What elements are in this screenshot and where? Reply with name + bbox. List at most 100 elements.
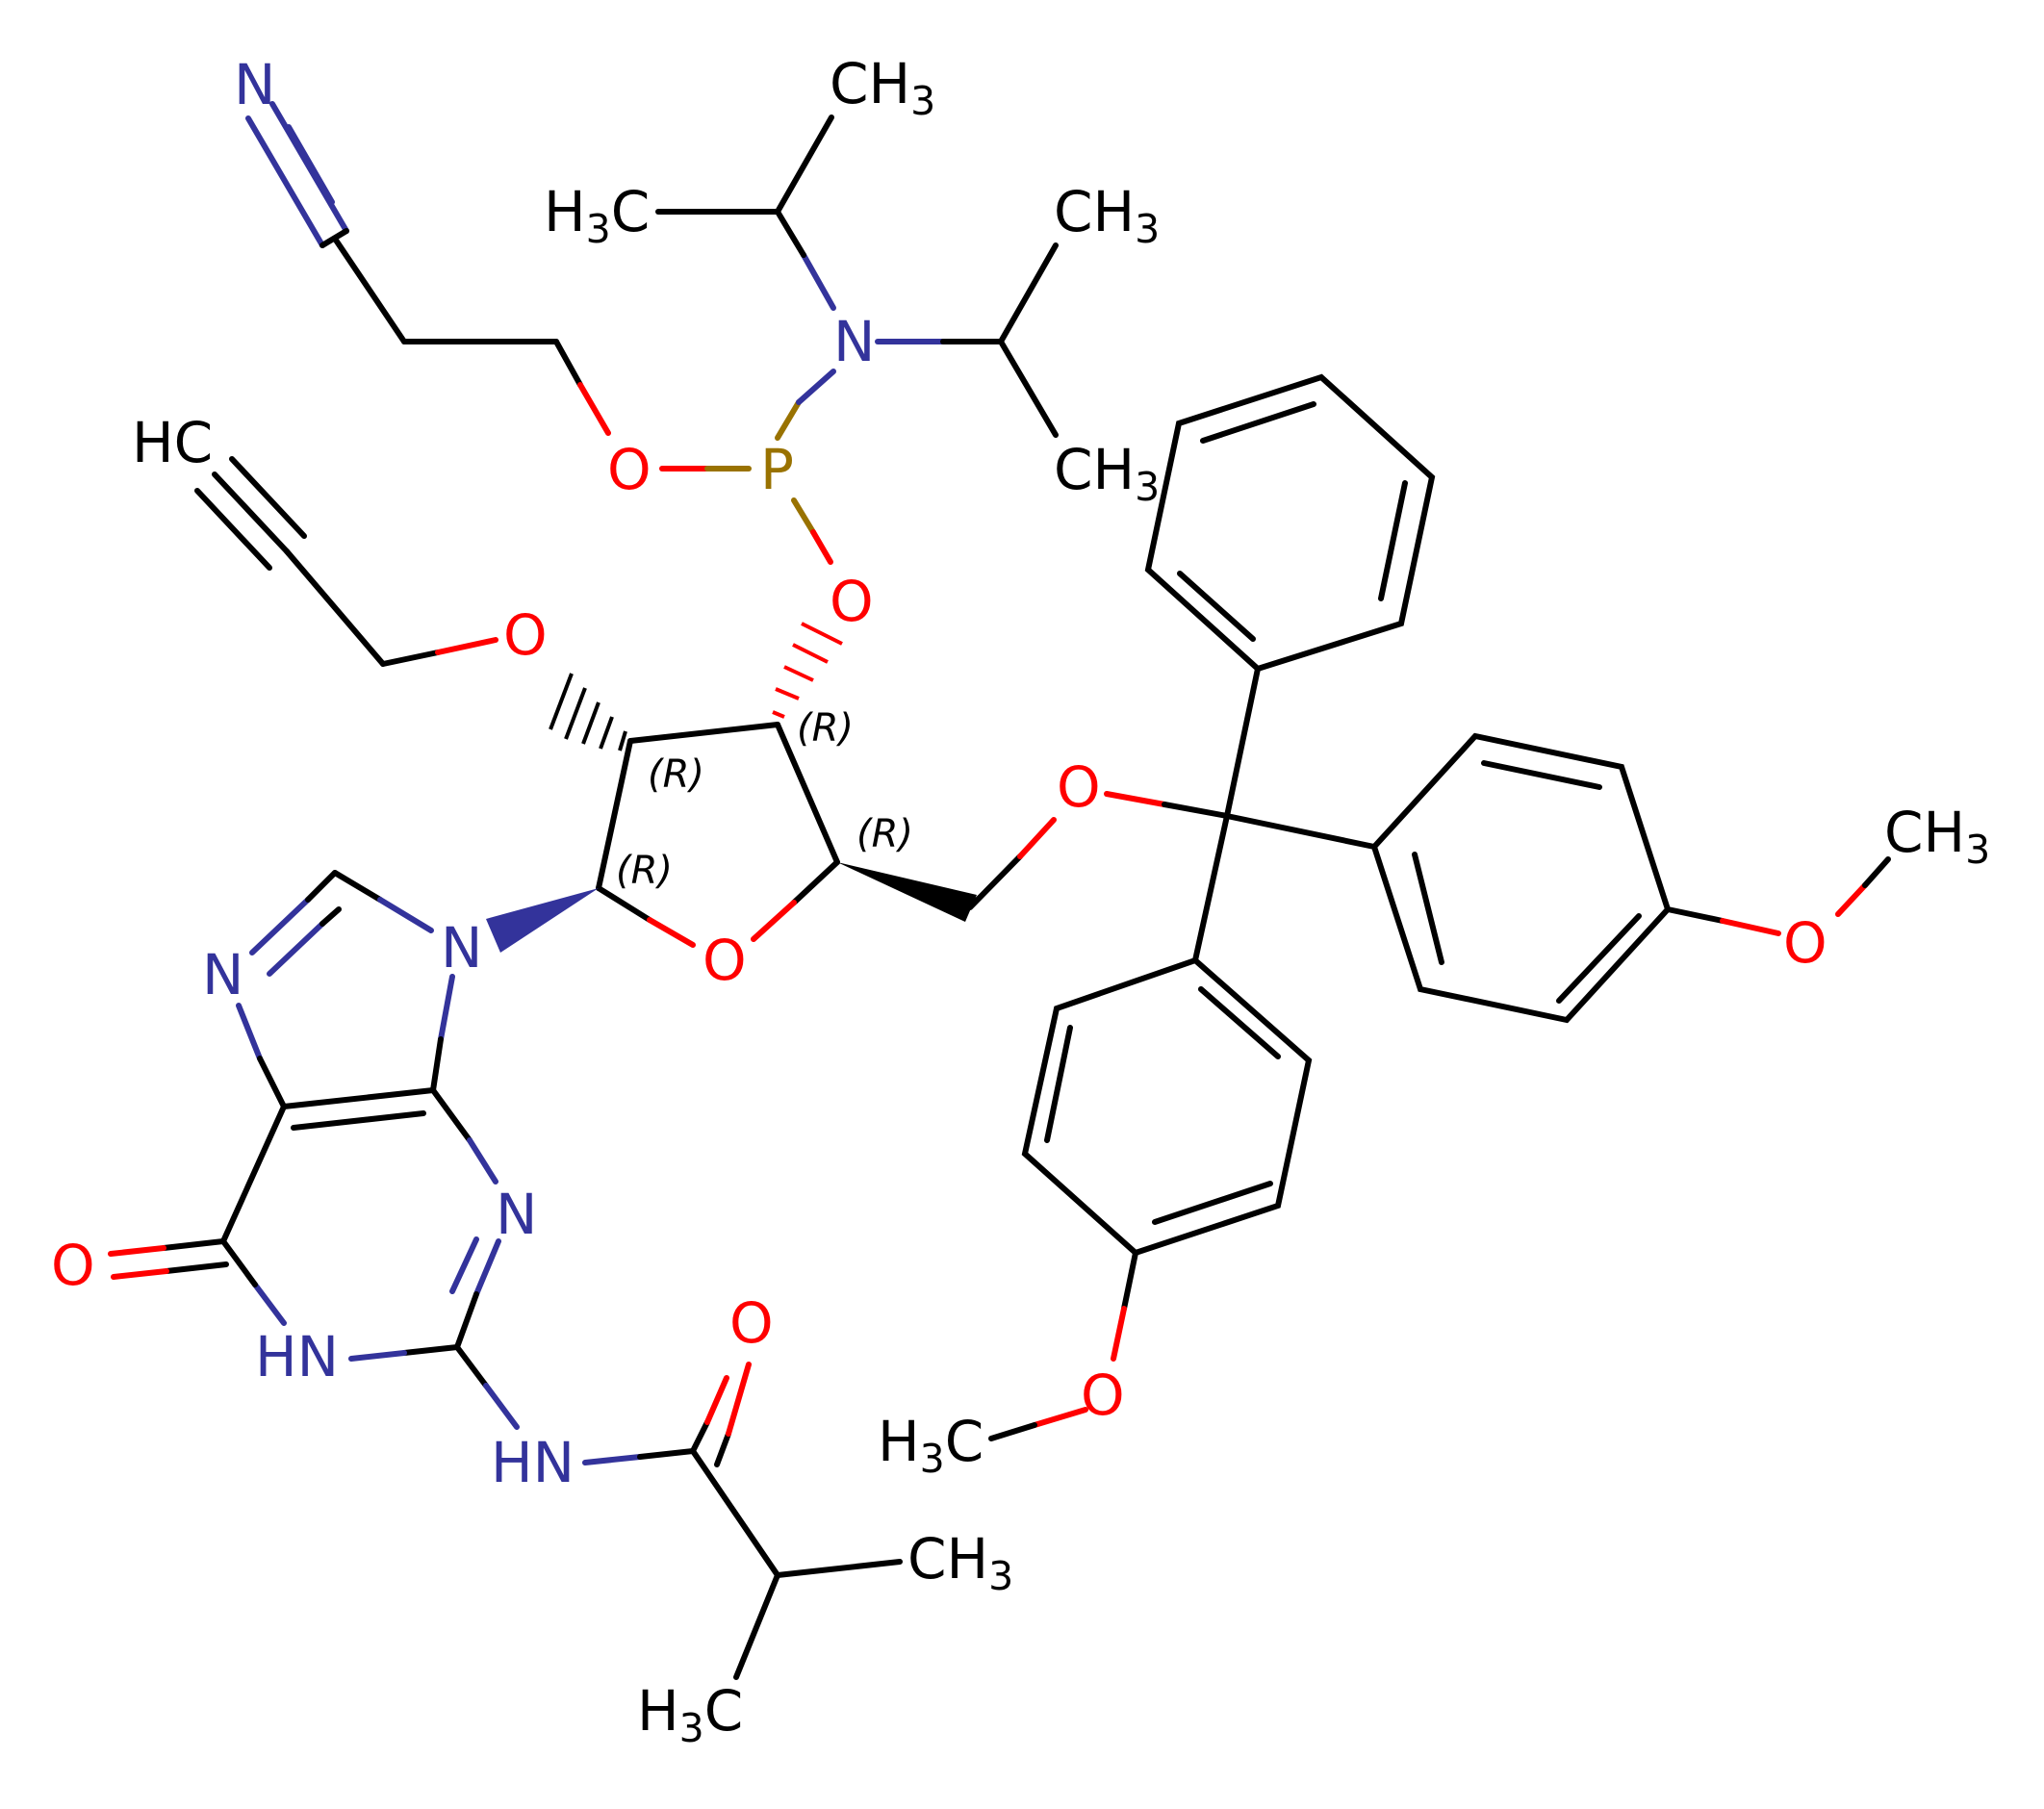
sugar-c4-o-bond xyxy=(791,859,840,905)
imidazole-c8-n9-bond-n xyxy=(377,897,434,933)
atom-o-ring: O xyxy=(703,928,747,993)
isobutyryl-methyl-right xyxy=(775,1559,903,1578)
purine-c6-c5-bond xyxy=(220,1104,287,1244)
atom-hc-alkyne: HC xyxy=(132,410,213,475)
p-o3-bond-p-part xyxy=(791,497,816,535)
sugar-o-c4-bond-o xyxy=(751,900,797,942)
nh-co-bond-n xyxy=(582,1454,643,1465)
n-isopropyl-a-bond xyxy=(801,252,836,311)
atom-n7: N xyxy=(202,942,243,1007)
sugar-c2-c3-bond xyxy=(627,722,780,744)
anisyl-right-ome-bond-o xyxy=(1835,882,1868,917)
wedge-c4-c5 xyxy=(837,862,977,922)
atom-o-amide: O xyxy=(729,1290,774,1356)
carbonyl-bond-o xyxy=(108,1245,169,1280)
alkyne-triple-bond xyxy=(194,456,307,571)
imidazole-n7-c8-bond-c xyxy=(305,870,342,927)
purine-n3-c2-bond-c xyxy=(454,1291,479,1350)
atom-h3c-isobutyryl: H3C xyxy=(637,1678,743,1751)
imidazole-n7-c8-bond xyxy=(249,897,325,977)
atom-hn-amide: HN xyxy=(491,1430,575,1495)
amide-c-ch-bond xyxy=(690,1448,780,1578)
sugar-c1-c2-bond xyxy=(596,738,633,891)
anisyl-right-inner-bonds xyxy=(1412,760,1642,1004)
carbonyl-bond-c xyxy=(161,1238,229,1274)
cyanoethyl-o-bond xyxy=(577,382,611,436)
atom-o-trityl: O xyxy=(1057,754,1101,820)
c2-nh-bond-n xyxy=(483,1383,520,1430)
atom-ch3-top-b: CH3 xyxy=(1054,179,1160,252)
o-trityl-bond-o xyxy=(1104,791,1167,807)
phenyl-ring xyxy=(1144,373,1436,673)
imidazole-n7-c5-bond-n xyxy=(236,1003,263,1061)
isopropyl-b-methyl-bottom xyxy=(998,339,1059,438)
atom-hn1: HN xyxy=(255,1324,339,1389)
c5-o-bond-o xyxy=(1017,817,1057,859)
purine-c2-n1-bond-c xyxy=(401,1344,460,1356)
atom-p: P xyxy=(760,437,794,502)
anisyl-bottom-o-bond-c xyxy=(1121,1250,1138,1312)
c2-nh-bond-c xyxy=(454,1344,489,1389)
imidazole-n9-c4-bond-c xyxy=(430,1036,444,1093)
hash-c3-o xyxy=(772,622,843,719)
wedge-c1-n9 xyxy=(486,888,599,953)
sugar-c1-o-bond-o xyxy=(647,917,696,948)
propargyl-ch2-o-bond-o xyxy=(435,637,498,655)
atom-n-nitrile: N xyxy=(234,52,275,117)
atom-labels: N CH3 H3C CH3 N CH3 HC O P O O O CH3 O N… xyxy=(51,51,1990,1751)
atom-n-amine: N xyxy=(833,309,875,374)
amide-co-double-c xyxy=(690,1419,731,1467)
atom-ch3-top-a: CH3 xyxy=(830,51,935,124)
purine-n1-c6-bond-n xyxy=(252,1282,287,1326)
sugar-c1-o-bond-c xyxy=(596,885,652,923)
stereo-label-c3: (R) xyxy=(797,706,854,751)
purine-c4-n3-bond-c xyxy=(430,1087,473,1143)
cyanoethyl-bond-3 xyxy=(553,339,583,388)
stereo-labels: (R) (R) (R) (R) xyxy=(616,706,913,893)
isopropyl-b-methyl-top xyxy=(998,242,1059,344)
nh-co-bond-c xyxy=(637,1448,696,1460)
trityl-anisyl-bottom-bond xyxy=(1192,813,1230,963)
p-n-bond-p-part xyxy=(775,399,802,441)
anisyl-bottom-inner-bonds xyxy=(1044,986,1281,1225)
atom-n3: N xyxy=(496,1182,537,1247)
atom-o-methoxy-bottom: O xyxy=(1081,1363,1125,1428)
anisyl-bottom-ome-bond-c xyxy=(988,1422,1037,1441)
purine-n3-c2-bond xyxy=(449,1236,501,1297)
anisyl-bottom-o-bond-o xyxy=(1111,1306,1127,1362)
stereo-label-c2: (R) xyxy=(648,752,704,797)
p-n-bond-n-part xyxy=(796,369,836,405)
hash-c2-o xyxy=(549,673,627,752)
anisyl-right-ome-bond-c xyxy=(1862,856,1891,888)
o-trityl-bond-c xyxy=(1162,802,1230,819)
isopropyl-a-bond-c xyxy=(775,209,806,258)
atom-o-cyanoethyl: O xyxy=(607,437,652,502)
isopropyl-a-methyl-top xyxy=(775,115,834,215)
purine-c4-n3-bond-n xyxy=(467,1137,498,1185)
anisyl-right-o-bond-o xyxy=(1720,918,1781,936)
atom-h3c-left-a: H3C xyxy=(544,179,650,252)
nitrile-triple-bond xyxy=(245,101,349,248)
stereo-label-c1: (R) xyxy=(616,849,673,893)
propargyl-ch2-bond xyxy=(284,548,386,667)
anisyl-bottom-ome-bond-o xyxy=(1032,1407,1088,1428)
atom-ch3-isobutyryl: CH3 xyxy=(907,1526,1013,1599)
atom-h3c-methoxy: H3C xyxy=(878,1409,984,1482)
cyanoethyl-bond-1 xyxy=(332,236,407,344)
atom-o-propargyl: O xyxy=(503,602,548,668)
atom-o-phosphite: O xyxy=(830,569,874,634)
purine-c4-c5-bond xyxy=(281,1087,436,1131)
trityl-anisyl-right-bond xyxy=(1224,813,1377,850)
stereo-bonds xyxy=(486,622,977,953)
imidazole-n7-c5-bond-c xyxy=(257,1056,287,1109)
trityl-phenyl-bond xyxy=(1224,666,1261,819)
c5-o-bond-c xyxy=(967,854,1023,910)
stereo-label-c4: (R) xyxy=(856,812,913,856)
purine-c2-n1-bond-n xyxy=(348,1350,407,1362)
sugar-c3-c4-bond xyxy=(775,722,840,865)
anisyl-bottom-ring xyxy=(1021,956,1313,1257)
amide-co-double-o xyxy=(704,1362,752,1437)
phenyl-inner-bonds xyxy=(1177,401,1408,642)
atom-n9: N xyxy=(441,915,482,981)
